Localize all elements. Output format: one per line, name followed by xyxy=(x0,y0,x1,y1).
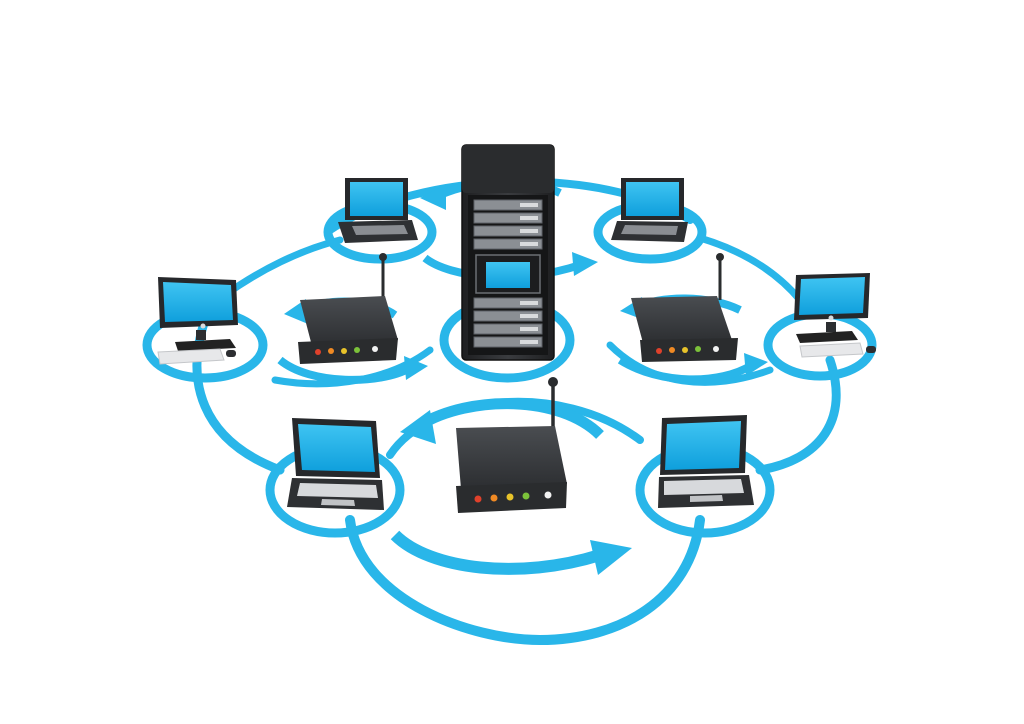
circular-arrow-icon xyxy=(417,398,604,440)
arrowhead-icon xyxy=(420,184,446,210)
link-top-left xyxy=(221,236,344,299)
circular-arrow-icon xyxy=(277,356,412,384)
router-icon[interactable] xyxy=(456,377,567,513)
router-icon[interactable] xyxy=(631,253,738,362)
arrowhead-icon xyxy=(744,353,768,376)
monitor-icon[interactable] xyxy=(794,273,876,358)
arrowhead-icon xyxy=(400,410,436,444)
laptop-icon[interactable] xyxy=(611,178,688,242)
server-rack-icon[interactable] xyxy=(461,144,555,361)
arrowhead-icon xyxy=(404,356,428,380)
laptop-icon[interactable] xyxy=(287,418,384,510)
arrowhead-icon xyxy=(572,252,598,276)
link-top-right xyxy=(696,234,804,304)
router-icon[interactable] xyxy=(298,253,398,364)
circular-arrow-icon xyxy=(390,530,602,575)
circular-arrow-icon xyxy=(617,356,755,384)
link-right-outer xyxy=(755,355,841,475)
link-bottom-loop xyxy=(345,515,705,646)
arrowhead-icon xyxy=(590,540,632,575)
laptop-icon[interactable] xyxy=(338,178,418,243)
monitor-icon[interactable] xyxy=(157,277,238,365)
laptop-icon[interactable] xyxy=(658,415,754,508)
